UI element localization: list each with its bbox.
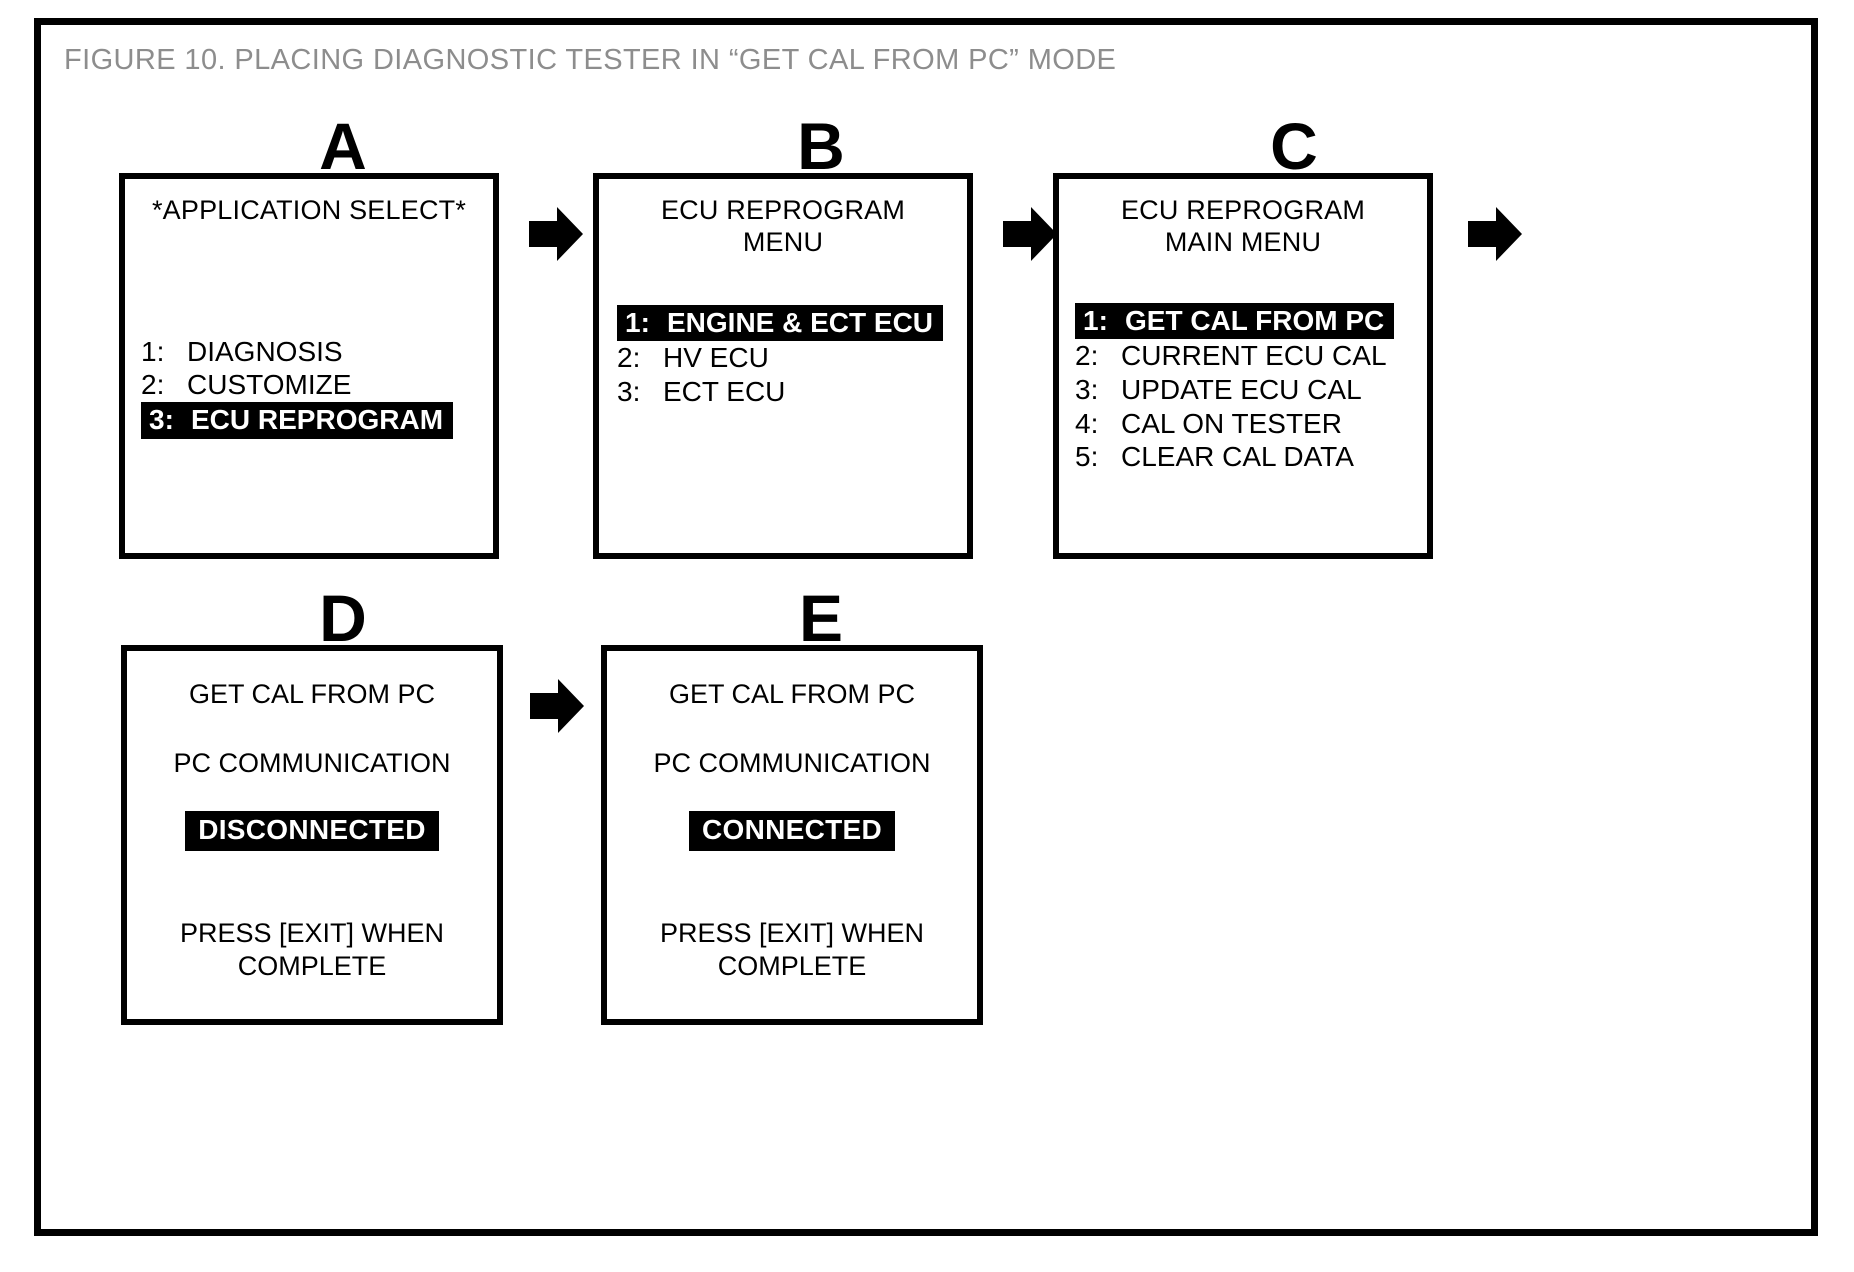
- screen-b-menu: 1: ENGINE & ECT ECU 2: HV ECU 3: ECT ECU: [617, 304, 967, 409]
- menu-item-label: CUSTOMIZE: [187, 369, 352, 401]
- screen-c-title-line1: ECU REPROGRAM: [1120, 195, 1366, 225]
- screen-d-footer-line1: PRESS [EXIT] WHEN: [179, 918, 445, 948]
- panel-letter-c: C: [1270, 109, 1318, 183]
- menu-item-clear-cal-data[interactable]: 5: CLEAR CAL DATA: [1075, 440, 1427, 474]
- menu-item-label: ECT ECU: [663, 375, 786, 407]
- screen-a-menu: 1: DIAGNOSIS 2: CUSTOMIZE 3: ECU REPROGR…: [141, 335, 493, 439]
- screen-e-line2: PC COMMUNICATION: [653, 748, 931, 778]
- screen-c-title-line2: MAIN MENU: [1164, 226, 1322, 257]
- screen-e-footer-line1: PRESS [EXIT] WHEN: [659, 918, 925, 948]
- menu-item-number: 5:: [1075, 441, 1099, 473]
- menu-item-engine-ect-ecu-selected[interactable]: 1: ENGINE & ECT ECU: [617, 304, 944, 342]
- tester-screen-c: ECU REPROGRAM MAIN MENU 1: GET CAL FROM …: [1053, 173, 1433, 559]
- menu-item-number: 2:: [1075, 340, 1099, 372]
- menu-item-label: ENGINE & ECT ECU: [667, 306, 934, 338]
- screen-b-title-line1: ECU REPROGRAM: [660, 195, 906, 225]
- menu-item-number: 3:: [617, 375, 641, 407]
- arrow-d-to-e-icon: [528, 675, 586, 737]
- arrow-a-to-b-icon: [527, 203, 585, 265]
- menu-item-cal-on-tester[interactable]: 4: CAL ON TESTER: [1075, 407, 1427, 441]
- figure-title: FIGURE 10. PLACING DIAGNOSTIC TESTER IN …: [64, 44, 1117, 76]
- menu-item-label: GET CAL FROM PC: [1125, 304, 1385, 336]
- screen-a-title: *APPLICATION SELECT*: [151, 195, 467, 225]
- screen-d-footer-line2: COMPLETE: [237, 950, 387, 981]
- screen-e-status-wrap: CONNECTED: [607, 811, 977, 851]
- screen-e-footer-line2: COMPLETE: [717, 950, 867, 981]
- menu-item-update-ecu-cal[interactable]: 3: UPDATE ECU CAL: [1075, 373, 1427, 407]
- menu-item-diagnosis[interactable]: 1: DIAGNOSIS: [141, 335, 493, 369]
- menu-item-number: 3:: [1075, 373, 1099, 405]
- menu-item-customize[interactable]: 2: CUSTOMIZE: [141, 368, 493, 402]
- menu-item-number: 2:: [141, 369, 165, 401]
- panel-letter-e: E: [798, 581, 844, 655]
- tester-screen-b: ECU REPROGRAM MENU 1: ENGINE & ECT ECU 2…: [593, 173, 973, 559]
- screen-c-title: ECU REPROGRAM MAIN MENU: [1059, 195, 1427, 259]
- menu-item-label: ECU REPROGRAM: [191, 404, 444, 436]
- menu-item-label: CURRENT ECU CAL: [1121, 340, 1387, 372]
- screen-d-line2: PC COMMUNICATION: [173, 748, 451, 778]
- menu-item-current-ecu-cal[interactable]: 2: CURRENT ECU CAL: [1075, 339, 1427, 373]
- menu-item-number: 2:: [617, 342, 641, 374]
- menu-item-label: CLEAR CAL DATA: [1121, 441, 1354, 473]
- tester-screen-d: GET CAL FROM PC PC COMMUNICATION DISCONN…: [121, 645, 503, 1025]
- screen-e-footer: PRESS [EXIT] WHEN COMPLETE: [607, 917, 977, 983]
- screen-d-line1: GET CAL FROM PC: [188, 679, 436, 709]
- screen-d-footer: PRESS [EXIT] WHEN COMPLETE: [127, 917, 497, 983]
- menu-item-ecu-reprogram-selected[interactable]: 3: ECU REPROGRAM: [141, 402, 454, 439]
- menu-item-number: 1:: [141, 335, 165, 367]
- screen-e-line1: GET CAL FROM PC: [668, 679, 916, 709]
- screen-d-status-wrap: DISCONNECTED: [127, 811, 497, 851]
- figure-frame: FIGURE 10. PLACING DIAGNOSTIC TESTER IN …: [34, 18, 1818, 1236]
- menu-item-label: CAL ON TESTER: [1121, 407, 1342, 439]
- menu-item-get-cal-from-pc-selected[interactable]: 1: GET CAL FROM PC: [1075, 302, 1395, 340]
- panel-letter-d: D: [319, 581, 367, 655]
- menu-item-number: 1:: [1083, 304, 1108, 336]
- menu-item-number: 1:: [625, 306, 650, 338]
- tester-screen-e: GET CAL FROM PC PC COMMUNICATION CONNECT…: [601, 645, 983, 1025]
- screen-b-title: ECU REPROGRAM MENU: [599, 195, 967, 259]
- status-badge-connected: CONNECTED: [688, 811, 896, 851]
- menu-item-number: 3:: [149, 404, 174, 436]
- menu-item-number: 4:: [1075, 407, 1099, 439]
- menu-item-hv-ecu[interactable]: 2: HV ECU: [617, 341, 967, 375]
- status-badge-disconnected: DISCONNECTED: [185, 811, 439, 851]
- screen-c-menu: 1: GET CAL FROM PC 2: CURRENT ECU CAL 3:…: [1075, 302, 1427, 474]
- panel-letter-a: A: [319, 109, 367, 183]
- menu-item-label: DIAGNOSIS: [187, 335, 343, 367]
- menu-item-label: UPDATE ECU CAL: [1121, 373, 1362, 405]
- menu-item-ect-ecu[interactable]: 3: ECT ECU: [617, 375, 967, 409]
- screen-b-title-line2: MENU: [742, 226, 824, 257]
- panel-letter-b: B: [797, 109, 845, 183]
- arrow-c-to-d-icon: [1466, 203, 1524, 265]
- arrow-b-to-c-icon: [1001, 203, 1059, 265]
- menu-item-label: HV ECU: [663, 342, 769, 374]
- tester-screen-a: *APPLICATION SELECT* 1: DIAGNOSIS 2: CUS…: [119, 173, 499, 559]
